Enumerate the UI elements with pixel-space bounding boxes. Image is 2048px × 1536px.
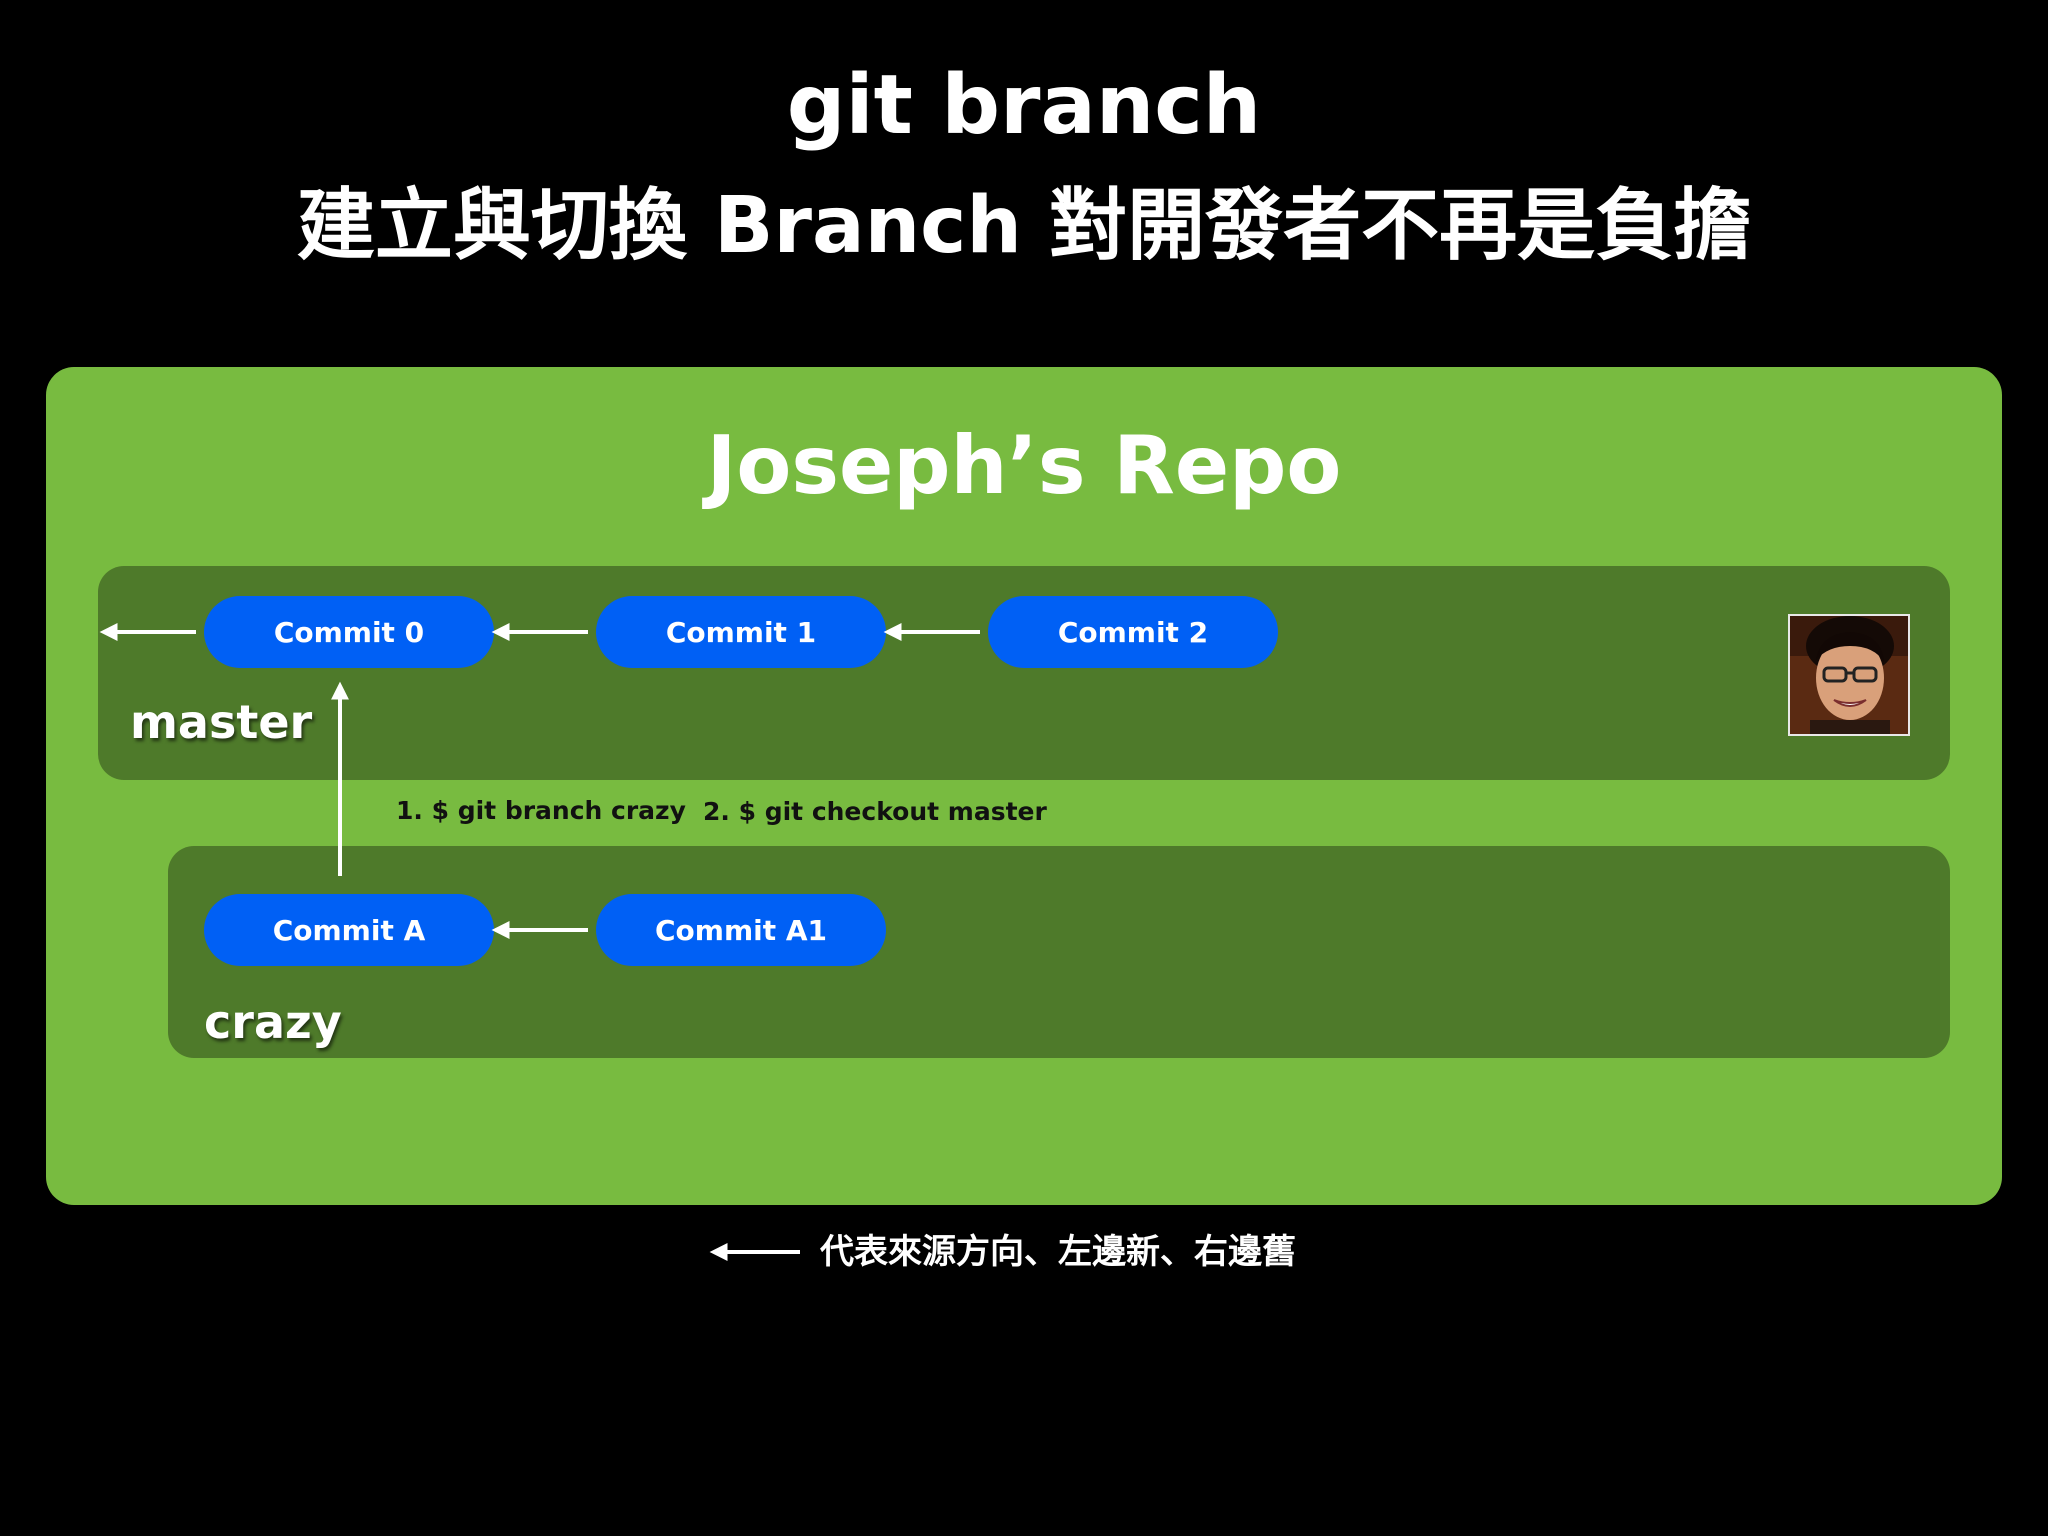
commit-node: Commit 1: [596, 596, 886, 668]
legend-text: 代表來源方向、左邊新、右邊舊: [820, 1232, 1296, 1272]
branch-label-master: master: [130, 695, 313, 749]
command-text: 1. $ git branch crazy: [396, 796, 686, 825]
commit-node: Commit 0: [204, 596, 494, 668]
branch-label-crazy: crazy: [204, 995, 342, 1049]
commit-node: Commit A1: [596, 894, 886, 966]
commit-node: Commit A: [204, 894, 494, 966]
command-text: 2. $ git checkout master: [703, 797, 1047, 826]
slide-subtitle: 建立與切換 Branch 對開發者不再是負擔: [296, 181, 1752, 271]
person-photo-icon: [1788, 614, 1910, 736]
repo-panel: [46, 367, 2002, 1205]
slide-title: git branch: [786, 58, 1262, 153]
commit-node: Commit 2: [988, 596, 1278, 668]
repo-title: Joseph’s Repo: [706, 419, 1342, 512]
avatar-photo: [1790, 616, 1908, 734]
